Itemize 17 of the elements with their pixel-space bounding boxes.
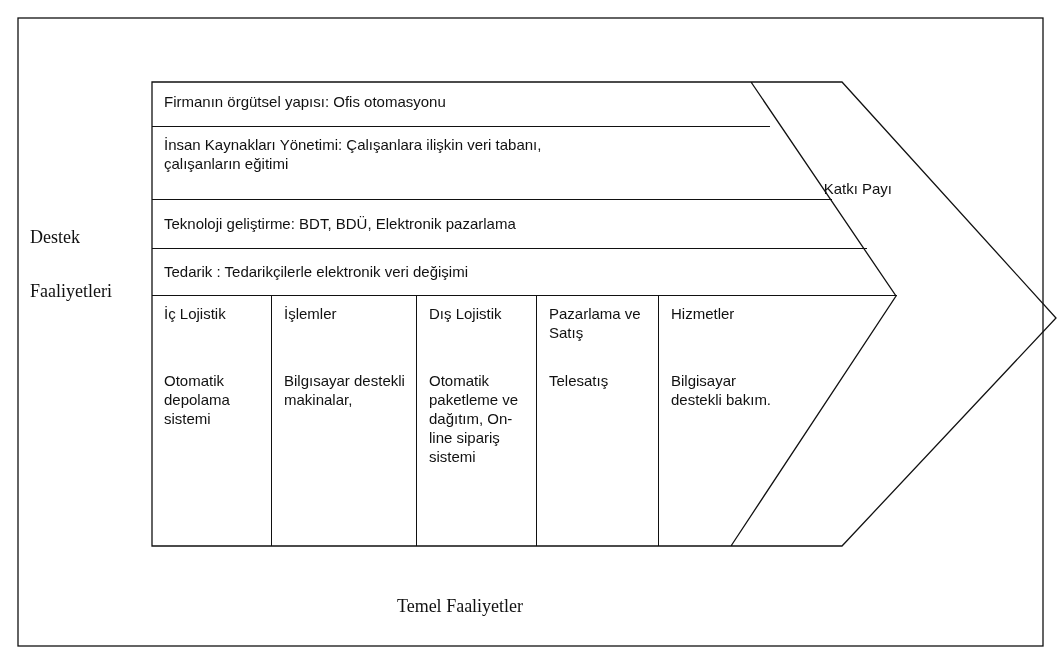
column-heading: Hizmetler [671, 304, 736, 323]
column-text: Otomatik paketleme ve dağıtım, On-line sipariş sistemi [429, 371, 520, 466]
band-text: Firmanın örgütsel yapısı: Ofis otomasyonu [164, 92, 447, 111]
band-text: Tedarik : Tedarikçilerle elektronik veri değişimi [164, 262, 469, 281]
column-text: Otomatik depolama sistemi [164, 371, 231, 428]
column-heading: İşlemler [284, 304, 338, 323]
column-heading: Pazarlama ve Satış [549, 304, 642, 342]
column-text: Bilgısayar destekli makinalar, [284, 371, 406, 409]
band-text: Teknoloji geliştirme: BDT, BDÜ, Elektronik pazarlama [164, 214, 517, 233]
side-label: Destek Faaliyetleri [30, 226, 113, 303]
band-text: İnsan Kaynakları Yönetimi: Çalışanlara ilişkin veri tabanı, çalışanların eğitimi [164, 135, 543, 173]
side-label: Temel Faaliyetler [395, 596, 525, 617]
column-heading: Dış Lojistik [429, 304, 503, 323]
column-text: Bilgisayar destekli bakım. [671, 371, 773, 409]
column-heading: İç Lojistik [164, 304, 227, 323]
column-text: Telesatış [549, 371, 610, 390]
margin-label: Katkı Payı [812, 160, 892, 218]
